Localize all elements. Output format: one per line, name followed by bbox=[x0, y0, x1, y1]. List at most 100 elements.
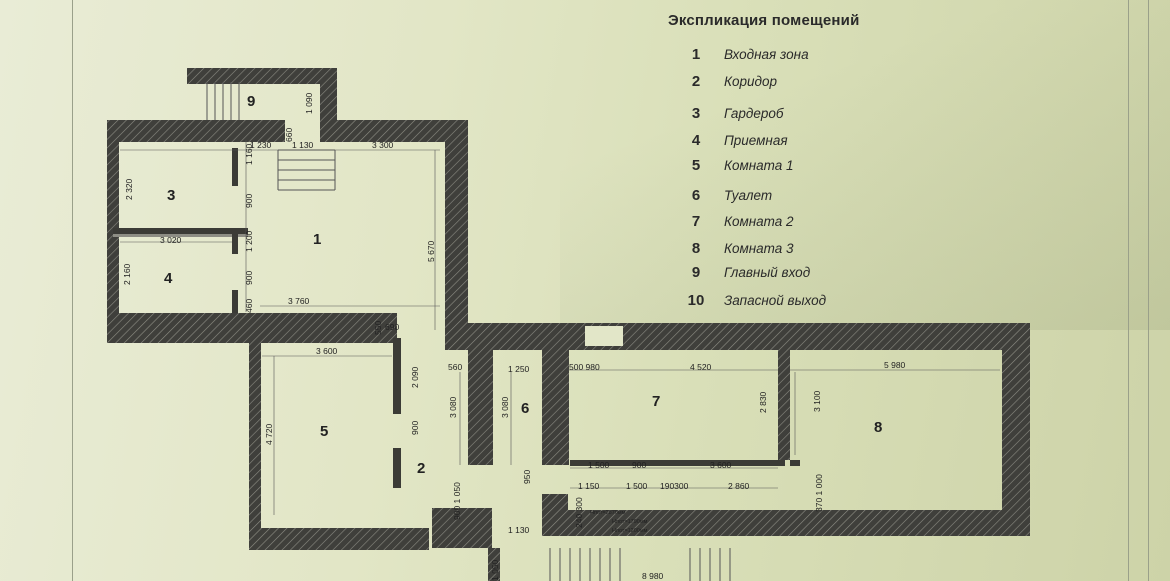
wall-partition-78 bbox=[778, 350, 790, 460]
dim-3300: 3 300 bbox=[372, 140, 394, 150]
room-labels: 9 3 1 4 5 2 6 7 8 bbox=[164, 93, 882, 477]
legend-item-name: Комната 1 bbox=[724, 158, 794, 173]
dim-1090: 1 090 bbox=[304, 92, 314, 114]
legend-item: 3 Гардероб bbox=[668, 105, 784, 122]
legend-item-number: 4 bbox=[691, 132, 701, 149]
ceiling-note-c: Hпот=1200мм bbox=[612, 528, 648, 534]
dim-2860: 2 860 bbox=[728, 481, 750, 491]
room-label-1: 1 bbox=[313, 231, 321, 248]
legend-item: 7 Комната 2 bbox=[668, 213, 794, 230]
legend-item-name: Коридор bbox=[724, 74, 777, 89]
wall-right-1 bbox=[445, 120, 468, 338]
dim-370-1000: 370 1 000 bbox=[814, 474, 824, 512]
dim-3080-b: 3 080 bbox=[500, 396, 510, 418]
legend-item-name: Комната 2 bbox=[724, 214, 794, 229]
dimension-labels: 1 090 660 1 230 1 130 3 300 1 160 2 320 … bbox=[122, 92, 906, 581]
wall-bottom-right bbox=[542, 510, 1030, 536]
dim-1200: 1 200 bbox=[244, 230, 254, 252]
dim-500-980: 500 980 bbox=[569, 362, 600, 372]
dim-1500-a: 1 500 bbox=[588, 460, 610, 470]
legend-item-name: Гардероб bbox=[724, 106, 784, 121]
dim-660: 660 bbox=[284, 128, 294, 142]
legend-item-number: 7 bbox=[691, 213, 701, 230]
dim-8980: 8 980 bbox=[642, 571, 664, 581]
dim-2090: 2 090 bbox=[410, 366, 420, 388]
legend-item-name: Приемная bbox=[724, 133, 788, 148]
dim-1130-bottom: 1 130 bbox=[508, 525, 530, 535]
legend-item-name: Туалет bbox=[724, 188, 773, 203]
room-label-6: 6 bbox=[521, 400, 529, 417]
wall-top-left bbox=[113, 120, 285, 142]
legend-item-number: 2 bbox=[691, 73, 701, 90]
dim-900-a: 900 bbox=[244, 194, 254, 208]
dim-900-c: 900 bbox=[410, 421, 420, 435]
dim-690: 690 bbox=[385, 322, 399, 332]
legend-item-number: 10 bbox=[687, 292, 705, 309]
wall-window bbox=[585, 326, 623, 346]
sheet-border-right bbox=[1128, 0, 1129, 581]
dim-3600-r5: 3 600 bbox=[316, 346, 338, 356]
dim-560: 560 bbox=[448, 362, 462, 372]
dim-550: 550 bbox=[373, 321, 383, 335]
dim-1130-top: 1 130 bbox=[292, 140, 314, 150]
dim-900-d: 900 bbox=[632, 460, 646, 470]
wall-top-right bbox=[320, 120, 468, 142]
legend-item: 10 Запасной выход bbox=[668, 292, 826, 309]
room-label-7: 7 bbox=[652, 393, 660, 410]
legend-item-name: Запасной выход bbox=[724, 293, 827, 308]
dim-460: 460 bbox=[244, 299, 254, 313]
dim-900-1050: 900 1 050 bbox=[452, 482, 462, 520]
wall-bottom-left bbox=[249, 528, 429, 550]
wall-partition-6b bbox=[542, 350, 569, 465]
dim-1150: 1 150 bbox=[578, 481, 600, 491]
room-label-4: 4 bbox=[164, 270, 173, 287]
wall-room5-left bbox=[249, 313, 261, 550]
dim-1160: 1 160 bbox=[244, 143, 254, 165]
room-label-3: 3 bbox=[167, 187, 175, 204]
dim-3020: 3 020 bbox=[160, 235, 182, 245]
legend-item-name: Комната 3 bbox=[724, 241, 794, 256]
paper-shadow bbox=[560, 0, 1170, 330]
dim-4720: 4 720 bbox=[264, 423, 274, 445]
room-label-5: 5 bbox=[320, 423, 328, 440]
dim-3080-a: 3 080 bbox=[448, 396, 458, 418]
legend-item: 5 Комната 1 bbox=[668, 157, 794, 174]
dim-950: 950 bbox=[522, 470, 532, 484]
legend-item-number: 6 bbox=[691, 187, 701, 204]
room-label-2: 2 bbox=[417, 460, 425, 477]
dim-2320: 2 320 bbox=[124, 178, 134, 200]
wall-right-end bbox=[1002, 323, 1030, 530]
dim-1230: 1 230 bbox=[250, 140, 272, 150]
sheet-border-left bbox=[72, 0, 73, 581]
dim-900-b: 900 bbox=[244, 271, 254, 285]
legend-item: 2 Коридор bbox=[668, 73, 777, 90]
ceiling-note-b: Hпот=1790мм bbox=[612, 519, 648, 525]
legend-item: 4 Приемная bbox=[668, 132, 788, 149]
legend-item-number: 1 bbox=[691, 46, 701, 63]
room-label-9: 9 bbox=[247, 93, 255, 110]
room-label-8: 8 bbox=[874, 419, 882, 436]
legend-item-number: 5 bbox=[691, 157, 701, 174]
dim-190300: 190300 bbox=[660, 481, 689, 491]
dim-5670: 5 670 bbox=[426, 240, 436, 262]
dim-1500-b: 1 500 bbox=[626, 481, 648, 491]
dim-3100: 3 100 bbox=[812, 390, 822, 412]
dim-2830: 2 830 bbox=[758, 391, 768, 413]
wall-stair-bottom bbox=[488, 548, 500, 581]
dim-1250: 1 250 bbox=[508, 364, 530, 374]
legend-item-name: Главный вход bbox=[724, 265, 811, 280]
legend-item: 6 Туалет bbox=[668, 187, 772, 204]
dim-1050: 1 050 bbox=[490, 559, 500, 581]
wall-long-top bbox=[445, 323, 1030, 350]
wall-entry-stub bbox=[432, 508, 492, 548]
wall-partition-6a bbox=[468, 350, 493, 465]
partitions bbox=[113, 148, 800, 488]
dim-5980: 5 980 bbox=[884, 360, 906, 370]
legend-item-number: 3 bbox=[691, 105, 701, 122]
dim-240-300: 240 300 bbox=[574, 497, 584, 528]
dim-2160: 2 160 bbox=[122, 263, 132, 285]
